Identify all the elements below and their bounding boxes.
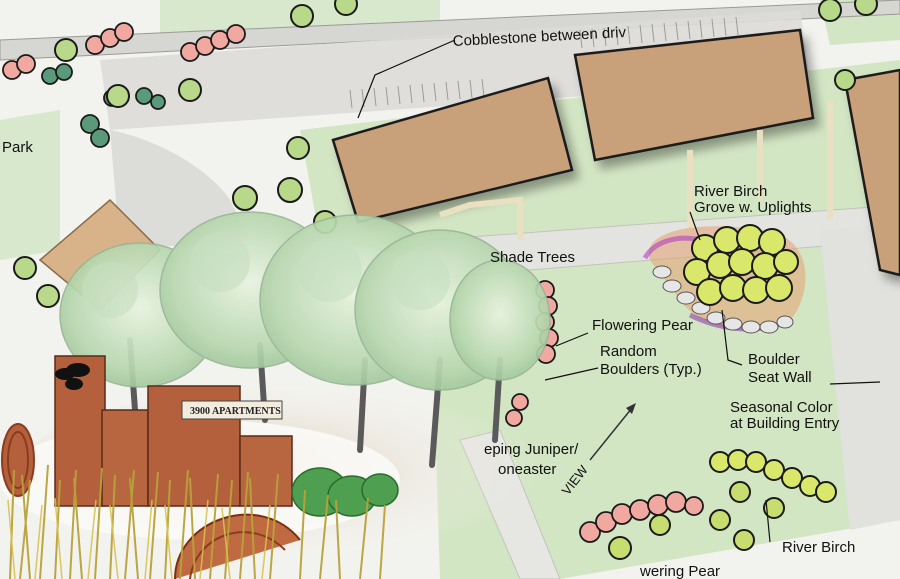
label-river-birch-grove-2: Grove w. Uplights (694, 199, 812, 216)
label-flowering-pear-bottom: wering Pear (639, 563, 720, 579)
grass-tufts (7, 497, 271, 579)
shrubs-top-left (2, 0, 878, 308)
label-boulder-seat-wall-2: Seat Wall (748, 369, 812, 386)
seasonal-color-row (709, 449, 837, 503)
label-boulder-seat-wall-1: Boulder (748, 351, 800, 368)
label-seasonal-color-2: at Building Entry (730, 415, 840, 432)
walk-paths (439, 100, 833, 240)
label-seasonal-color-1: Seasonal Color (730, 399, 833, 416)
river-birch-grove (683, 224, 799, 306)
green-shrubs (291, 467, 399, 517)
label-juniper-2: oneaster (498, 461, 556, 478)
monument-sign: 3900 APARTMENTS (54, 355, 293, 507)
label-random-boulders-1: Random (600, 343, 657, 360)
building-3 (843, 68, 900, 277)
label-park: Park (2, 139, 33, 156)
label-random-boulders-2: Boulders (Typ.) (600, 361, 702, 378)
sign-plaque (181, 400, 283, 420)
sign-text: 3900 APARTMENTS (190, 406, 281, 417)
view-arrow (589, 403, 636, 461)
leader-lines (357, 39, 881, 543)
flowering-pear-bottom-row (579, 491, 704, 543)
label-river-birch-grove-1: River Birch (694, 183, 767, 200)
ring-sculpture-left (1, 423, 35, 497)
label-shade-trees: Shade Trees (490, 249, 575, 266)
label-juniper-1: eping Juniper/ (484, 441, 579, 458)
building-2 (573, 28, 815, 162)
building-1 (331, 76, 574, 224)
label-flowering-pear: Flowering Pear (592, 317, 693, 334)
perspective-vignette: 3900 APARTMENTS (0, 211, 551, 579)
parking-stripes (349, 16, 739, 109)
sign-logo (55, 363, 90, 390)
label-river-birch: River Birch (782, 539, 855, 556)
buildings (331, 28, 900, 277)
